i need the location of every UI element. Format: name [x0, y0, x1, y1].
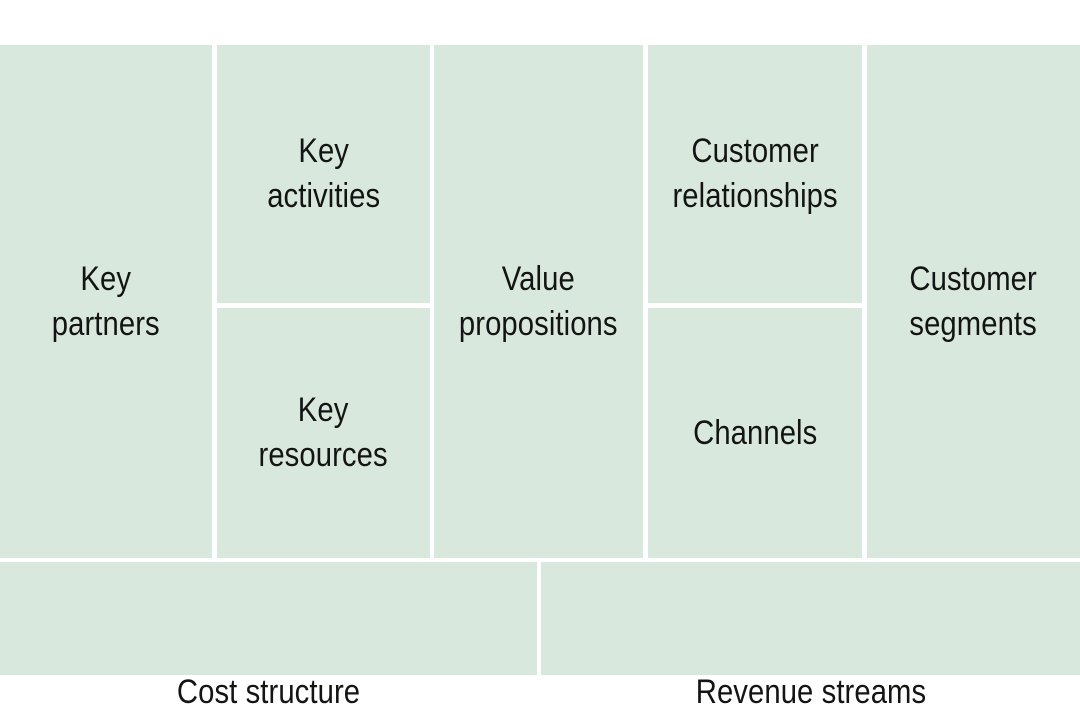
- canvas-block-label: Key resources: [258, 391, 389, 474]
- canvas-block-key-resources[interactable]: Key resources: [217, 308, 430, 558]
- canvas-block-channels[interactable]: Channels: [648, 308, 862, 558]
- canvas-block-label: Revenue streams: [695, 673, 926, 712]
- canvas-block-label: Customer relationships: [672, 132, 838, 215]
- canvas-block-label: Value propositions: [459, 259, 618, 343]
- canvas-block-key-partners[interactable]: Key partners: [0, 45, 212, 558]
- business-model-canvas: Key partners Key activities Key resource…: [0, 45, 1080, 712]
- canvas-block-label: Customer segments: [909, 259, 1038, 343]
- canvas-block-value-propositions[interactable]: Value propositions: [434, 45, 643, 558]
- canvas-block-key-activities[interactable]: Key activities: [217, 45, 430, 303]
- canvas-block-customer-relationships[interactable]: Customer relationships: [648, 45, 862, 303]
- canvas-block-revenue-streams[interactable]: Revenue streams: [541, 562, 1080, 711]
- canvas-block-label: Channels: [692, 413, 818, 452]
- canvas-block-cost-structure[interactable]: Cost structure: [0, 562, 537, 711]
- canvas-block-label: Key activities: [267, 132, 380, 215]
- canvas-block-label: Cost structure: [176, 673, 361, 712]
- canvas-block-label: Key partners: [52, 259, 160, 343]
- canvas-block-customer-segments[interactable]: Customer segments: [867, 45, 1080, 558]
